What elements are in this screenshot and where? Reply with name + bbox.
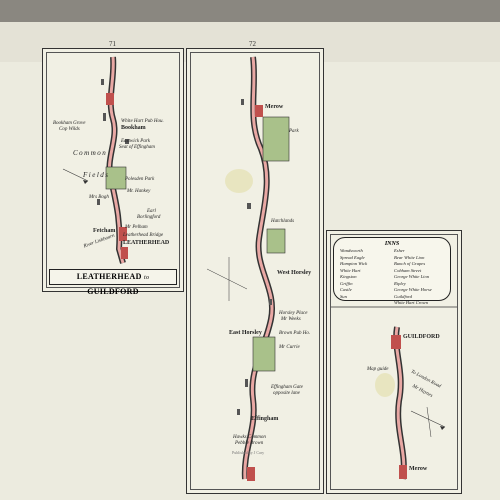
label-effingham: Effingham <box>251 416 279 422</box>
inn-entry: Guildford <box>394 293 412 299</box>
inn-entry: Bunch of Grapes <box>394 261 426 266</box>
label-west-horsley: West Horsley <box>277 270 312 276</box>
label-leatherhead-bridge: Leatherhead Bridge <box>123 233 164 238</box>
label-map-guide: Map guide <box>367 367 389 372</box>
inn-entry: Griffin <box>340 280 353 286</box>
label-mrs-bogh: Mrs Bogh <box>89 195 109 200</box>
label-polesden-park: Polesden Park <box>125 177 155 182</box>
label-effingham-gate: Effingham Gate <box>271 385 303 390</box>
label-common: Common <box>73 149 108 157</box>
label-seat-effingham: Seat of Effingham <box>119 145 155 150</box>
inns-cartouche: INNS Wandsworth Spread Eagle Hampton Wic… <box>333 237 451 305</box>
inn-entry: Wandsworth <box>340 248 363 253</box>
atlas-page: 71 Bookham Grove Cop Wilds White Hart Pu… <box>0 22 500 500</box>
page-number-left: 71 <box>109 40 116 48</box>
label-hatchlands: Hatchlands <box>271 219 295 224</box>
inn-entry: Bear White Lion <box>394 254 425 260</box>
inn-entry: Hampton Wick <box>340 261 368 266</box>
inns-right-column: Esher Bear White Lion Bunch of Grapes Co… <box>394 248 432 307</box>
inn-entry: Sun <box>340 293 347 299</box>
label-opposite-lane: opposite lane <box>273 391 300 396</box>
inn-entry: White Hart <box>340 267 361 273</box>
label-fetcham: Fetcham <box>93 228 116 234</box>
label-cop-wilds: Cop Wilds <box>59 127 80 132</box>
label-bookham-grove: Bookham Grove <box>53 121 86 126</box>
label-pebble-brown: Pebble Brown <box>235 441 264 446</box>
label-merow: Merow <box>265 104 284 110</box>
route-drawing-middle <box>206 56 290 481</box>
label-eastwick-park: Eastwick Park <box>121 139 151 144</box>
label-earl: Earl <box>147 209 156 214</box>
strip-merow-effingham: 72 Merow Park Hatchlands West Horsley Ho… <box>186 40 324 494</box>
label-mr-weeks: Mr Weeks <box>281 317 301 322</box>
label-park: Park <box>289 129 299 134</box>
strip-frame <box>330 234 458 490</box>
title-to-word: to <box>143 275 150 281</box>
label-guildford: GUILDFORD <box>403 334 440 340</box>
inn-entry: Ripley <box>394 280 406 286</box>
label-hawks-common: Hawks Common <box>233 435 266 440</box>
strip-title: LEATHERHEAD to GUILDFORD <box>49 269 177 296</box>
title-to: GUILDFORD <box>87 287 139 296</box>
label-east-horsley: East Horsley <box>229 330 262 336</box>
strip-leatherhead-guildford: 71 Bookham Grove Cop Wilds White Hart Pu… <box>42 40 184 296</box>
label-fields: Fields <box>83 171 110 179</box>
inn-entry: Spread Eagle <box>340 254 365 260</box>
label-horsley-place: Horsley Place <box>279 311 308 316</box>
inn-entry: Castle <box>340 287 352 292</box>
inns-heading: INNS <box>384 241 400 247</box>
label-mr-hankey: Mr. Hankey <box>127 189 151 194</box>
label-borlingford: Borlingford <box>137 215 161 220</box>
inn-entry: Cobham Street <box>394 267 422 273</box>
route-drawing-left <box>62 56 129 264</box>
strip-frame <box>190 52 320 490</box>
inn-entry: Esher <box>394 248 405 253</box>
inn-entry: George White Lion <box>394 274 430 279</box>
inns-left-column: Wandsworth Spread Eagle Hampton Wick Whi… <box>340 248 367 300</box>
route-drawing-right <box>331 306 457 480</box>
title-from: LEATHERHEAD <box>76 272 142 281</box>
strip-frame <box>46 52 180 288</box>
label-white-hart: White Hart Pub Hou. <box>121 119 164 124</box>
page-number-right: 72 <box>249 40 256 48</box>
label-mr-currie: Mr Currie <box>279 345 300 350</box>
label-brown-pub: Brown Pub Ho. <box>279 331 311 336</box>
publisher-footer: Published by J Cary <box>232 450 265 455</box>
strip-guildford-inns: INNS Wandsworth Spread Eagle Hampton Wic… <box>326 230 462 494</box>
label-bookham: Bookham <box>121 125 146 131</box>
inn-entry: George White Horse <box>394 287 432 292</box>
label-mr-pelham: Mr Pelham <box>125 225 148 230</box>
label-leatherhead: LEATHERHEAD <box>123 240 170 246</box>
inn-entry: Kingston <box>340 274 357 279</box>
label-merow-end: Merow <box>409 466 428 472</box>
inn-entry: White Hart Crown <box>394 300 429 305</box>
